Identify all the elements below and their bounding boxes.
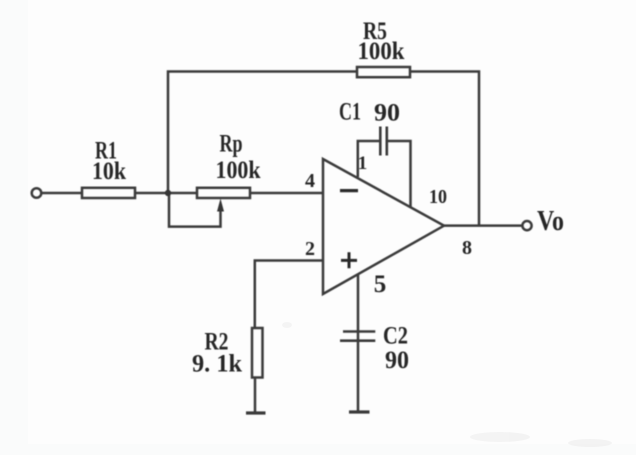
svg-text:R5: R5 [363,18,387,45]
svg-text:Vo: Vo [537,206,564,237]
svg-text:4: 4 [305,170,315,192]
svg-text:90: 90 [385,347,409,374]
svg-text:8: 8 [462,237,472,259]
svg-text:5: 5 [374,271,387,298]
svg-text:R1: R1 [95,138,117,165]
svg-text:2: 2 [305,238,315,260]
svg-text:C2: C2 [383,323,408,350]
svg-text:10k: 10k [92,158,126,185]
svg-text:90: 90 [374,100,400,127]
svg-text:1: 1 [358,153,368,174]
svg-text:100k: 100k [216,157,261,184]
svg-text:9. 1k: 9. 1k [192,351,242,378]
svg-text:100k: 100k [358,38,405,65]
svg-text:10: 10 [429,187,447,208]
svg-text:Rp: Rp [220,131,243,158]
svg-text:C1: C1 [339,99,361,126]
svg-text:R2: R2 [205,329,229,356]
